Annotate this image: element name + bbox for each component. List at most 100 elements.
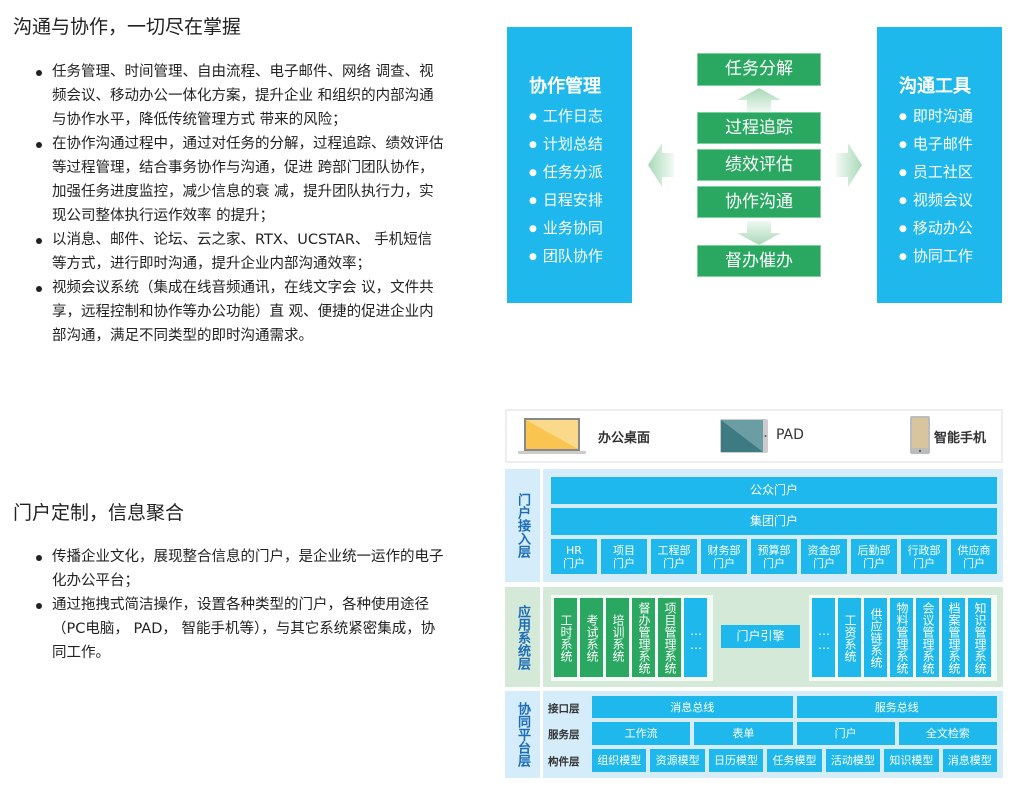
portal-layer-label: 门户接入层	[515, 493, 530, 558]
tablet-icon	[720, 419, 768, 453]
panel-item: 工作日志	[529, 103, 632, 131]
step-box: 督办催办	[697, 245, 821, 277]
dept-portal-label: 项目	[613, 543, 635, 557]
component-item: 活动模型	[825, 749, 881, 772]
service-layer-label: 服务层	[548, 729, 580, 741]
panel-item: 视频会议	[899, 187, 1002, 215]
step-box: 协作沟通	[697, 186, 821, 218]
panel-title: 协作管理	[529, 76, 601, 97]
component-item: 日历模型	[708, 749, 764, 772]
step-box: 绩效评估	[697, 149, 821, 181]
dept-portal: 资金部门户	[801, 539, 847, 574]
dept-portal: 行政部门户	[901, 539, 947, 574]
dept-portal-label: 门户	[663, 556, 685, 570]
component-item: 消息模型	[942, 749, 997, 772]
dept-portal-label: 门户	[713, 556, 735, 570]
app-system: 培训系统	[606, 598, 629, 677]
panel-item: 计划总结	[529, 131, 632, 159]
list-item: 在协作沟通过程中，通过对任务的分解，过程追踪、绩效评估等过程管理，结合事务协作与…	[34, 132, 446, 228]
section-title-portal: 门户定制，信息聚合	[13, 502, 185, 524]
dept-portal-label: 财务部	[707, 543, 741, 557]
interface-layer-label: 接口层	[548, 703, 580, 715]
app-system: 供应链系统	[864, 598, 887, 677]
app-system: ……	[812, 598, 835, 677]
panel-item: 团队协作	[529, 243, 632, 271]
panel-item: 业务协同	[529, 215, 632, 243]
interface-item: 消息总线	[592, 696, 793, 718]
arrow-right-icon	[836, 143, 862, 187]
dept-portal-label: 门户	[863, 556, 885, 570]
portal-engine: 门户引擎	[721, 625, 800, 648]
collaboration-feature-list: 任务管理、时间管理、自由流程、电子邮件、网络 调查、视频会议、移动办公一体化方案…	[34, 60, 446, 348]
arrow-up-icon	[737, 88, 781, 112]
panel-item: 即时沟通	[899, 103, 1002, 131]
app-system: 工时系统	[554, 598, 577, 677]
panel-item: 日程安排	[529, 187, 632, 215]
panel-item: 协同工作	[899, 243, 1002, 271]
platform-layer-label-bg	[505, 691, 540, 778]
dept-portal: 供应商门户	[951, 539, 997, 574]
dept-portal-label: 后勤部	[857, 543, 891, 557]
app-layer-label-bg	[505, 587, 540, 687]
service-item: 全文检索	[898, 722, 997, 745]
list-item: 通过拖拽式简洁操作，设置各种类型的门户，各种使用途径（PC电脑， PAD， 智能…	[34, 593, 446, 665]
dept-portal-label: 门户	[963, 556, 985, 570]
app-system: 会议管理系统	[916, 598, 939, 677]
portal-feature-list: 传播企业文化，展现整合信息的门户，是企业统一运作的电子化办公平台； 通过拖拽式简…	[34, 545, 446, 665]
step-box: 任务分解	[697, 53, 821, 86]
list-item: 以消息、邮件、论坛、云之家、RTX、UCSTAR、 手机短信等方式，进行即时沟通…	[34, 228, 446, 276]
group-portal: 集团门户	[551, 508, 997, 535]
platform-layer-label: 协同平台层	[515, 702, 530, 767]
dept-portal-label: 门户	[613, 556, 635, 570]
public-portal: 公众门户	[551, 477, 997, 504]
app-system: 工资系统	[838, 598, 861, 677]
arrow-left-icon	[648, 143, 674, 187]
dept-portal: 财务部门户	[701, 539, 747, 574]
panel-item: 员工社区	[899, 159, 1002, 187]
dept-portal-label: 供应商	[957, 543, 991, 557]
dept-portal-label: 门户	[563, 556, 585, 570]
panel-item: 移动办公	[899, 215, 1002, 243]
device-label: 智能手机	[934, 431, 987, 446]
dept-portal-label: 预算部	[757, 543, 791, 557]
list-item: 任务管理、时间管理、自由流程、电子邮件、网络 调查、视频会议、移动办公一体化方案…	[34, 60, 446, 132]
laptop-icon	[518, 418, 586, 454]
app-system: 档案管理系统	[942, 598, 965, 677]
panel-item: 电子邮件	[899, 131, 1002, 159]
device-label: 办公桌面	[598, 431, 651, 446]
component-item: 组织模型	[592, 749, 647, 772]
panel-item: 任务分派	[529, 159, 632, 187]
smartphone-icon	[910, 416, 930, 454]
portal-layer-label-bg	[505, 469, 540, 582]
app-system: 督办管理系统	[632, 598, 655, 677]
dept-portal-label: 门户	[763, 556, 785, 570]
step-box: 过程追踪	[697, 112, 821, 144]
service-item: 工作流	[592, 722, 691, 745]
app-system: 项目管理系统	[658, 598, 681, 677]
section-title-collaboration: 沟通与协作，一切尽在掌握	[13, 16, 242, 38]
app-system: 考试系统	[580, 598, 603, 677]
dept-portal: 项目门户	[601, 539, 647, 574]
component-item: 任务模型	[767, 749, 822, 772]
panel-title: 沟通工具	[899, 76, 971, 97]
dept-portal-label: 门户	[913, 556, 935, 570]
collab-management-panel: 协作管理 工作日志 计划总结 任务分派 日程安排 业务协同 团队协作	[507, 27, 632, 303]
interface-item: 服务总线	[796, 696, 997, 718]
dept-portal-label: HR	[566, 543, 582, 557]
arrow-down-icon	[737, 221, 781, 245]
communication-tools-panel: 沟通工具 即时沟通 电子邮件 员工社区 视频会议 移动办公 协同工作	[877, 27, 1002, 303]
list-item: 传播企业文化，展现整合信息的门户，是企业统一运作的电子化办公平台；	[34, 545, 446, 593]
service-item: 表单	[694, 722, 793, 745]
dept-portal-label: 行政部	[907, 543, 941, 557]
app-layer-label: 应用系统层	[515, 604, 530, 670]
dept-portal-label: 门户	[813, 556, 835, 570]
dept-portal-label: 工程部	[657, 543, 691, 557]
app-system: 知识管理系统	[968, 598, 991, 677]
component-item: 知识模型	[884, 749, 939, 772]
app-system: ……	[684, 598, 707, 677]
dept-portal: 工程部门户	[651, 539, 697, 574]
dept-portal: 后勤部门户	[851, 539, 897, 574]
component-item: 资源模型	[650, 749, 705, 772]
dept-portal-label: 资金部	[807, 543, 841, 557]
